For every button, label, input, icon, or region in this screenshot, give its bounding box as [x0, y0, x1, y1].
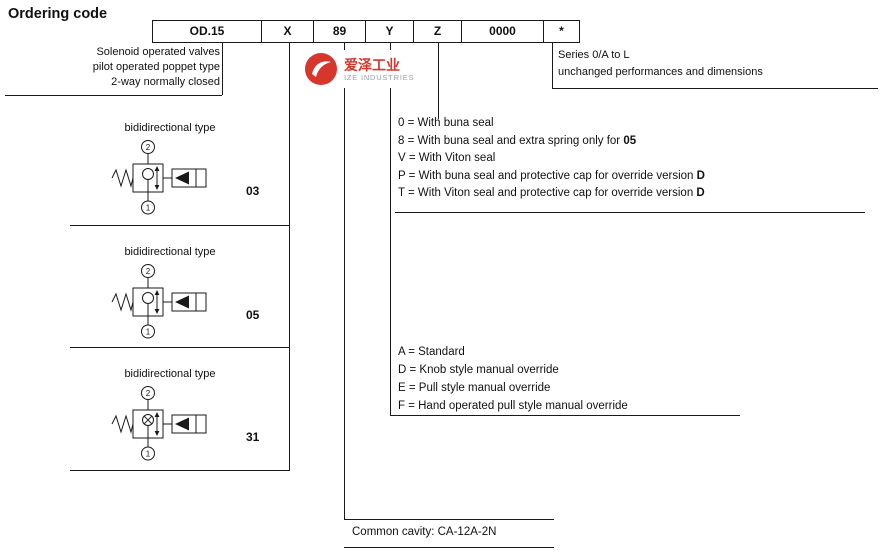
seal-option-t-bold: D	[696, 187, 705, 199]
valve-symbol-03: 2 1	[111, 140, 207, 215]
model-description-line-2: pilot operated poppet type	[92, 61, 220, 73]
seal-option-v: V = With Viton seal	[398, 150, 705, 168]
override-option-e: E = Pull style manual override	[398, 382, 551, 394]
series-note-line-2: unchanged performances and dimensions	[558, 66, 763, 78]
valve-type-3-code: 31	[246, 430, 260, 444]
model-description-line-1: Solenoid operated valves	[96, 46, 220, 58]
seal-option-t: T = With Viton seal and protective cap f…	[398, 185, 705, 203]
override-option-d: D = Knob style manual override	[398, 364, 559, 376]
code-cell-zeros: 0000	[461, 20, 544, 43]
cavity-note: Common cavity: CA-12A-2N	[352, 526, 497, 538]
port-2-label: 2	[146, 389, 151, 398]
model-description-line-3: 2-way normally closed	[111, 76, 220, 88]
ize-logo-cn: 爱泽工业	[344, 56, 400, 73]
override-option-f: F = Hand operated pull style manual over…	[398, 400, 628, 412]
seal-option-0: 0 = With buna seal	[398, 115, 705, 133]
code-cell-type: X	[261, 20, 314, 43]
seal-option-p-bold: D	[696, 169, 705, 182]
page-title: Ordering code	[8, 6, 108, 22]
seal-option-p: P = With buna seal and protective cap fo…	[398, 168, 705, 186]
valve-type-2-code: 05	[246, 308, 260, 322]
valve-type-1-label: bididirectional type	[124, 122, 216, 134]
code-cell-seal: Z	[413, 20, 462, 43]
connector-cavity-bottom	[344, 547, 554, 548]
connector-seal-vertical	[438, 43, 439, 119]
connector-type-branch-3	[70, 470, 290, 471]
code-cell-override: Y	[365, 20, 414, 43]
code-cell-series: *	[543, 20, 580, 43]
seal-option-p-text: P = With buna seal and protective cap fo…	[398, 169, 697, 182]
ize-logo-text: 爱泽工业 IZE INDUSTRIES	[344, 57, 414, 82]
series-note-line-1: Series 0/A to L	[558, 49, 630, 61]
connector-type-vertical	[289, 43, 290, 470]
connector-type-branch-2	[70, 347, 290, 348]
port-1-label: 1	[146, 450, 151, 459]
connector-override-vertical	[390, 43, 391, 415]
seal-option-8-text: 8 = With buna seal and extra spring only…	[398, 134, 624, 147]
port-1-label: 1	[146, 328, 151, 337]
connector-model-underline	[5, 95, 222, 96]
seal-option-t-text: T = With Viton seal and protective cap f…	[398, 187, 697, 199]
override-options-list: A = Standard D = Knob style manual overr…	[398, 343, 628, 415]
port-1-label: 1	[146, 204, 151, 213]
code-cell-model: OD.15	[152, 20, 262, 43]
seal-option-8: 8 = With buna seal and extra spring only…	[398, 133, 705, 151]
override-option-a: A = Standard	[398, 346, 465, 358]
ize-logo-en: IZE INDUSTRIES	[344, 72, 415, 82]
ordering-code-table: OD.15 X 89 Y Z 0000 *	[152, 20, 580, 43]
connector-cavity-top	[344, 519, 554, 520]
ize-logo-icon	[305, 53, 337, 85]
connector-seal-underline	[395, 212, 865, 213]
seal-option-0-text: 0 = With buna seal	[398, 117, 494, 129]
valve-type-3-label: bididirectional type	[124, 368, 216, 380]
ize-logo: 爱泽工业 IZE INDUSTRIES	[300, 50, 419, 88]
series-note: Series 0/A to L unchanged performances a…	[558, 47, 763, 81]
model-description: Solenoid operated valves pilot operated …	[5, 45, 220, 90]
valve-type-2-label: bididirectional type	[124, 246, 216, 258]
seal-option-8-bold: 05	[623, 134, 637, 147]
connector-override-underline	[390, 415, 740, 416]
valve-type-1-code: 03	[246, 184, 260, 198]
valve-symbol-31: 2 1	[111, 386, 207, 461]
code-cell-size: 89	[313, 20, 366, 43]
valve-symbol-05: 2 1	[111, 264, 207, 339]
connector-series-vertical	[552, 43, 553, 88]
connector-type-branch-1	[70, 225, 290, 226]
connector-series-underline	[552, 88, 878, 89]
port-2-label: 2	[146, 267, 151, 276]
connector-size-vertical	[344, 43, 345, 520]
seal-options-list: 0 = With buna seal 8 = With buna seal an…	[398, 115, 705, 203]
port-2-label: 2	[146, 143, 151, 152]
seal-option-v-text: V = With Viton seal	[398, 152, 496, 164]
connector-model-vertical	[222, 43, 223, 95]
